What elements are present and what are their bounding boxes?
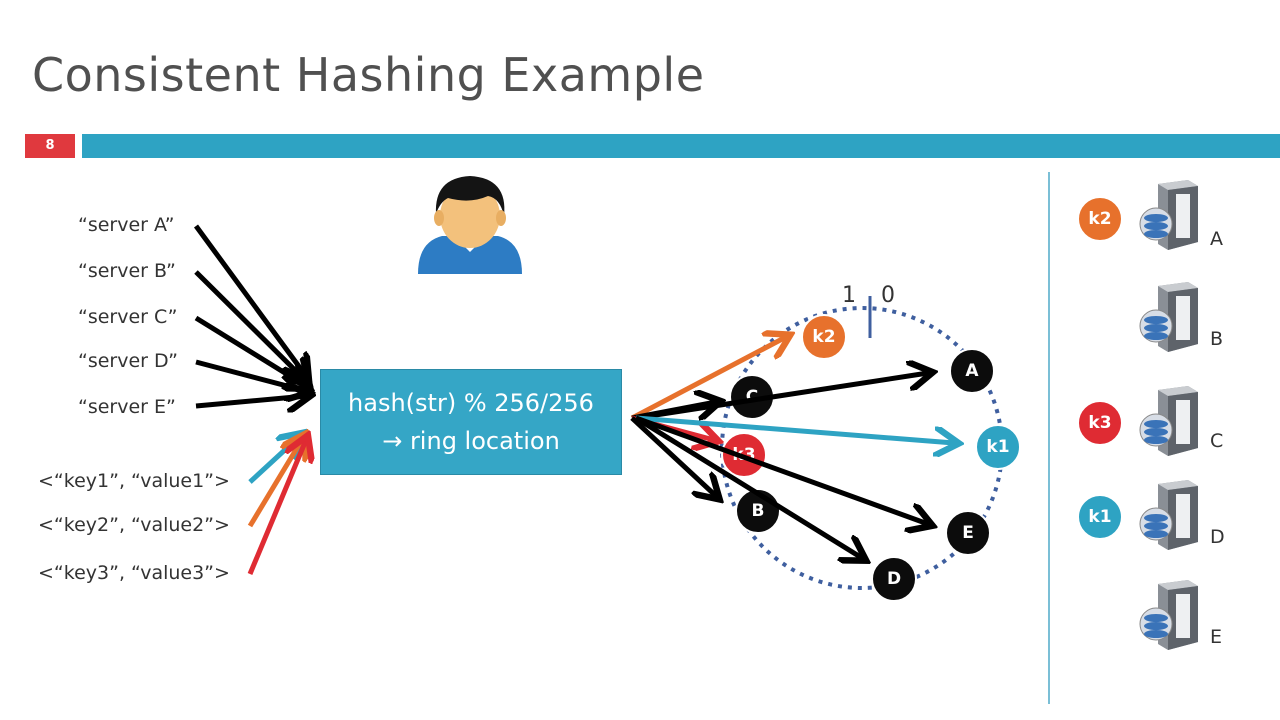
server-label-e: E bbox=[1210, 626, 1223, 648]
source-server-a: “server A” bbox=[78, 214, 175, 236]
panel-divider bbox=[1048, 172, 1050, 704]
hash-function-box: hash(str) % 256/256 → ring location bbox=[320, 369, 622, 475]
ring-label-zero: 0 bbox=[881, 283, 895, 308]
arrow-to-d bbox=[634, 415, 862, 558]
hash-result: → ring location bbox=[382, 427, 560, 455]
source-key3: <“key3”, “value3”> bbox=[38, 562, 230, 584]
server-icon bbox=[1139, 180, 1198, 250]
arrow-key3 bbox=[247, 440, 306, 575]
arrow-to-k1 bbox=[635, 415, 954, 443]
server-label-a: A bbox=[1210, 228, 1223, 250]
arrow-server-e bbox=[195, 396, 306, 406]
source-server-d: “server D” bbox=[78, 350, 178, 372]
title-bar bbox=[82, 134, 1280, 158]
arrow-to-e bbox=[635, 415, 928, 524]
ring-node-k1: k1 bbox=[975, 424, 1021, 470]
arrow-to-k2 bbox=[630, 337, 786, 421]
hash-formula: hash(str) % 256/256 bbox=[348, 389, 594, 417]
ring-node-a: A bbox=[949, 348, 995, 394]
source-server-b: “server B” bbox=[78, 260, 176, 282]
arrow-to-b bbox=[630, 416, 716, 496]
server-label-d: D bbox=[1210, 526, 1225, 548]
server-icon bbox=[1139, 386, 1198, 456]
ring-node-d: D bbox=[871, 556, 917, 602]
server-key-k3: k3 bbox=[1077, 400, 1123, 446]
arrow-server-a bbox=[193, 224, 306, 376]
server-key-k2: k2 bbox=[1077, 196, 1123, 242]
ring-node-e: E bbox=[945, 510, 991, 556]
user-avatar-icon bbox=[418, 176, 522, 274]
server-key-k1: k1 bbox=[1077, 494, 1123, 540]
server-icon bbox=[1139, 282, 1198, 352]
slide-number: 8 bbox=[25, 134, 75, 158]
arrow-to-a bbox=[635, 373, 928, 421]
server-label-b: B bbox=[1210, 328, 1224, 350]
server-icon bbox=[1139, 580, 1198, 650]
source-server-e: “server E” bbox=[78, 396, 176, 418]
source-key1: <“key1”, “value1”> bbox=[38, 470, 230, 492]
server-label-c: C bbox=[1210, 430, 1224, 452]
ring-label-one: 1 bbox=[842, 283, 856, 308]
ring-node-k2: k2 bbox=[801, 314, 847, 360]
source-key2: <“key2”, “value2”> bbox=[38, 514, 230, 536]
ring-node-b: B bbox=[735, 488, 781, 534]
slide-title: Consistent Hashing Example bbox=[32, 48, 705, 102]
source-server-c: “server C” bbox=[78, 306, 178, 328]
server-icon bbox=[1139, 480, 1198, 550]
